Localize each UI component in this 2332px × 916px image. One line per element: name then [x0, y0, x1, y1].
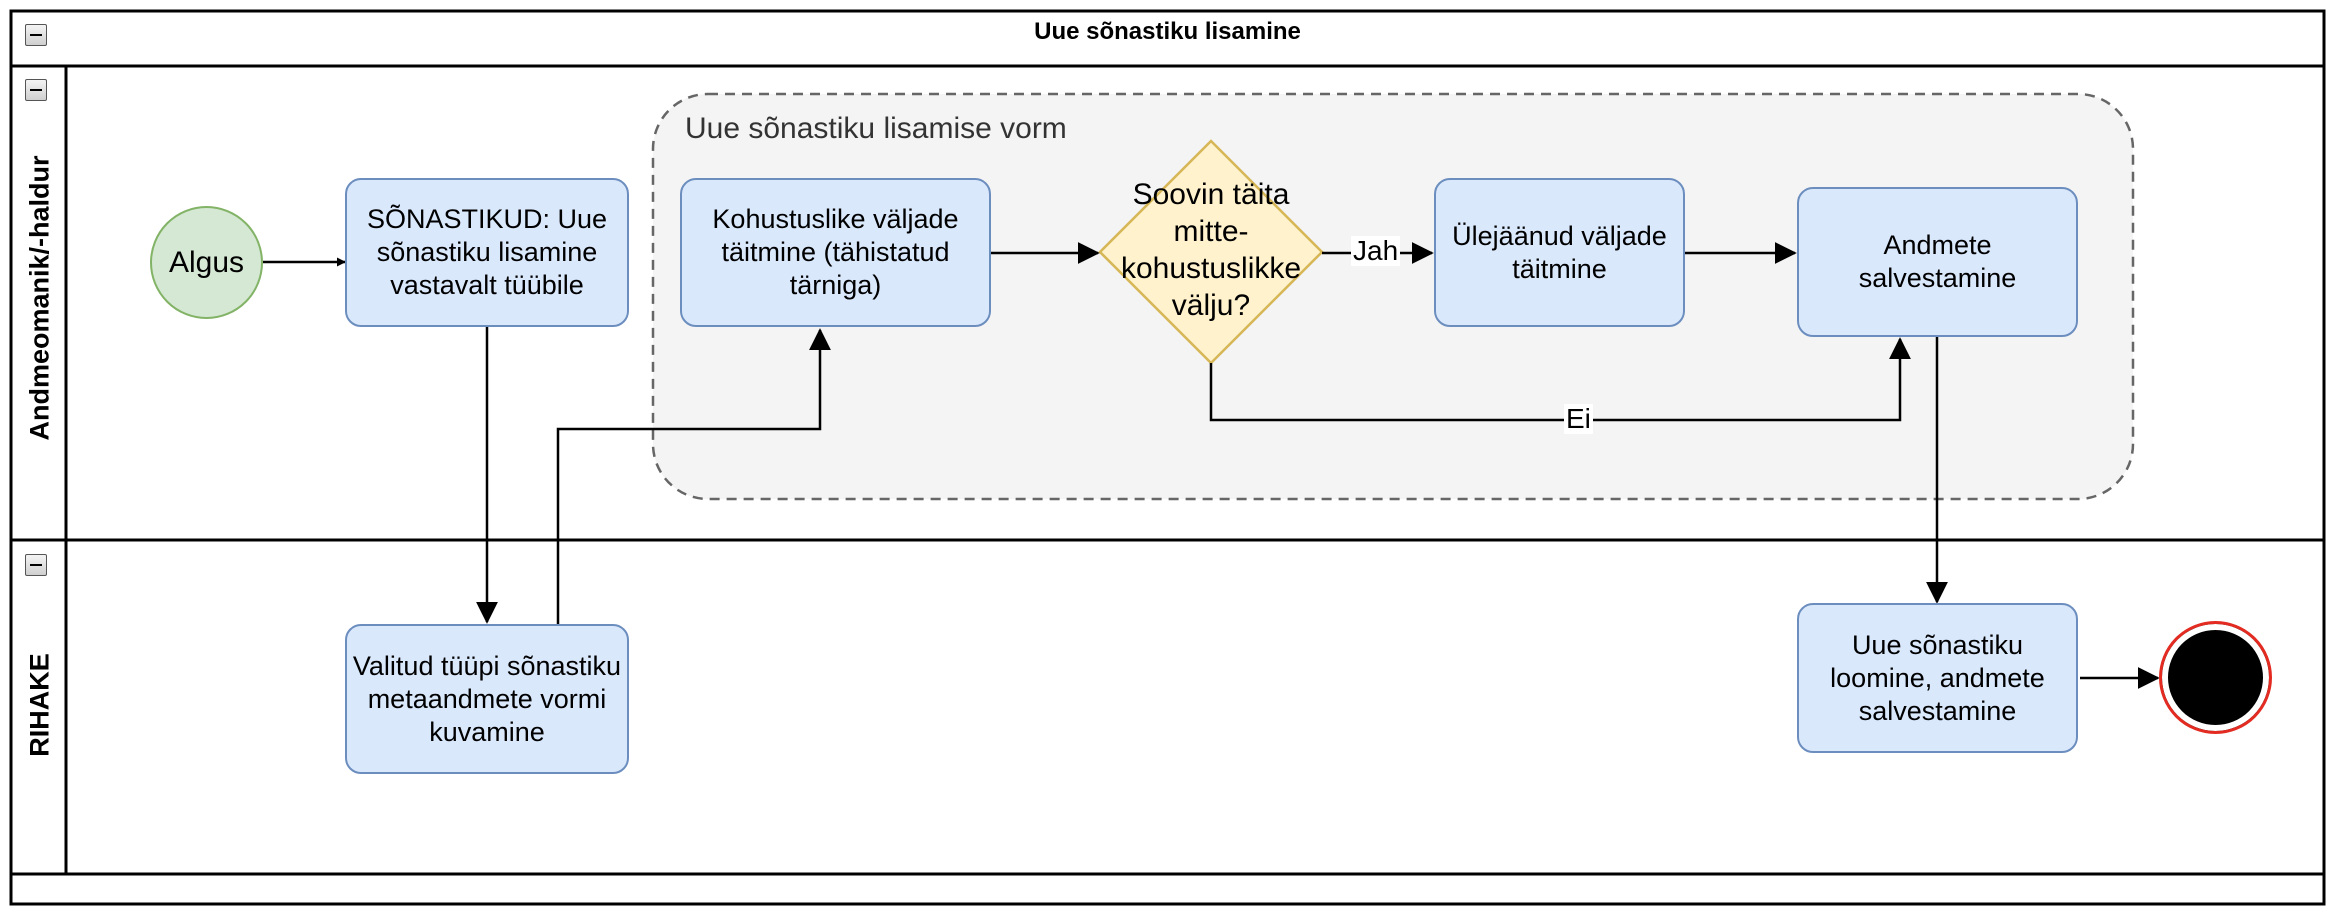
form-group-label: Uue sõnastiku lisamise vorm	[685, 112, 1067, 145]
edge-label-no: Ei	[1564, 403, 1593, 434]
lane-label-owner: Andmeomanik/-haldur	[24, 155, 55, 441]
edge-label-yes: Jah	[1351, 235, 1401, 266]
edge-show-form-to-mandatory	[556, 328, 831, 624]
lane-collapse-button-owner[interactable]	[25, 79, 47, 101]
lane-label-rihake: RIHAKE	[24, 653, 55, 757]
pool-collapse-button[interactable]	[25, 24, 47, 46]
end-event[interactable]	[2159, 621, 2272, 734]
task-add-dictionary[interactable]: SÕNASTIKUD: Uue sõnastiku lisamine vasta…	[345, 178, 629, 327]
form-group	[651, 92, 2135, 501]
pool-frame	[9, 9, 2326, 906]
task-create-dictionary-label: Uue sõnastiku loomine, andmete salvestam…	[1830, 629, 2045, 726]
task-create-dictionary[interactable]: Uue sõnastiku loomine, andmete salvestam…	[1797, 603, 2078, 753]
task-add-dictionary-label: SÕNASTIKUD: Uue sõnastiku lisamine vasta…	[366, 204, 608, 300]
lane-collapse-button-rihake[interactable]	[25, 554, 47, 576]
start-event-label: Algus	[168, 245, 245, 279]
task-show-metadata-form-label: Valitud tüüpi sõnastiku metaandmete vorm…	[352, 650, 622, 747]
task-mandatory-fields-label: Kohustuslike väljade täitmine (tähistatu…	[712, 204, 959, 300]
gateway-label: Soovin täita mitte-kohustuslikke välju?	[1120, 178, 1302, 322]
task-remaining-fields-label: Ülejäänud väljade täitmine	[1452, 220, 1667, 284]
edge-gateway-no	[1209, 337, 1911, 422]
task-save-data[interactable]: Andmete salvestamine	[1797, 187, 2078, 337]
task-save-data-label: Andmete salvestamine	[1858, 230, 2017, 293]
task-mandatory-fields[interactable]: Kohustuslike väljade täitmine (tähistatu…	[680, 178, 991, 327]
task-remaining-fields[interactable]: Ülejäänud väljade täitmine	[1434, 178, 1685, 327]
pool-title: Uue sõnastiku lisamine	[1034, 18, 1301, 45]
start-event[interactable]: Algus	[150, 206, 263, 319]
task-show-metadata-form[interactable]: Valitud tüüpi sõnastiku metaandmete vorm…	[345, 624, 629, 774]
